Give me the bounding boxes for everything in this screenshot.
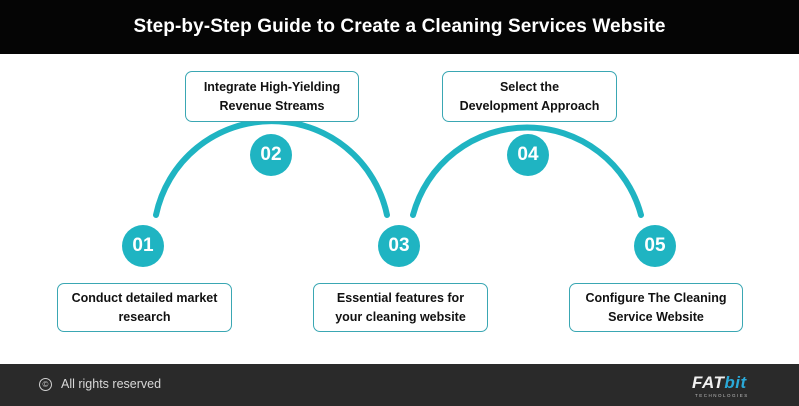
step-01-line-2: research — [118, 309, 171, 324]
step-01-box: Conduct detailed market research — [57, 283, 232, 332]
step-02-line-2: Revenue Streams — [219, 98, 325, 113]
step-05-box: Configure The Cleaning Service Website — [569, 283, 743, 332]
step-05-line-2: Service Website — [608, 309, 704, 324]
page-title: Step-by-Step Guide to Create a Cleaning … — [0, 0, 799, 54]
step-01-line-1: Conduct detailed market — [71, 290, 218, 305]
step-04-line-2: Development Approach — [459, 98, 600, 113]
logo-accent: bit — [724, 373, 747, 392]
step-02-box: Integrate High-Yielding Revenue Streams — [185, 71, 359, 122]
rights-text: All rights reserved — [61, 377, 162, 391]
step-03-line-2: your cleaning website — [335, 309, 466, 324]
footer: © All rights reserved FATbit TECHNOLOGIE… — [0, 364, 799, 406]
logo-wordmark: FATbit — [692, 373, 747, 393]
step-02-line-1: Integrate High-Yielding — [203, 79, 341, 94]
step-04-line-1: Select the — [499, 79, 560, 94]
arc-right — [410, 124, 644, 218]
logo-subtitle: TECHNOLOGIES — [695, 393, 749, 398]
company-logo: FATbit TECHNOLOGIES — [692, 373, 762, 399]
step-05-line-1: Configure The Cleaning — [585, 290, 727, 305]
step-03-box: Essential features for your cleaning web… — [313, 283, 488, 332]
step-03-line-1: Essential features for — [336, 290, 465, 305]
step-01-badge: 01 — [122, 225, 164, 267]
logo-main: FAT — [692, 373, 725, 392]
step-05-badge: 05 — [634, 225, 676, 267]
copyright-icon: © — [39, 378, 52, 391]
step-04-badge: 04 — [507, 134, 549, 176]
step-04-box: Select the Development Approach — [442, 71, 617, 122]
step-03-badge: 03 — [378, 225, 420, 267]
step-02-badge: 02 — [250, 134, 292, 176]
